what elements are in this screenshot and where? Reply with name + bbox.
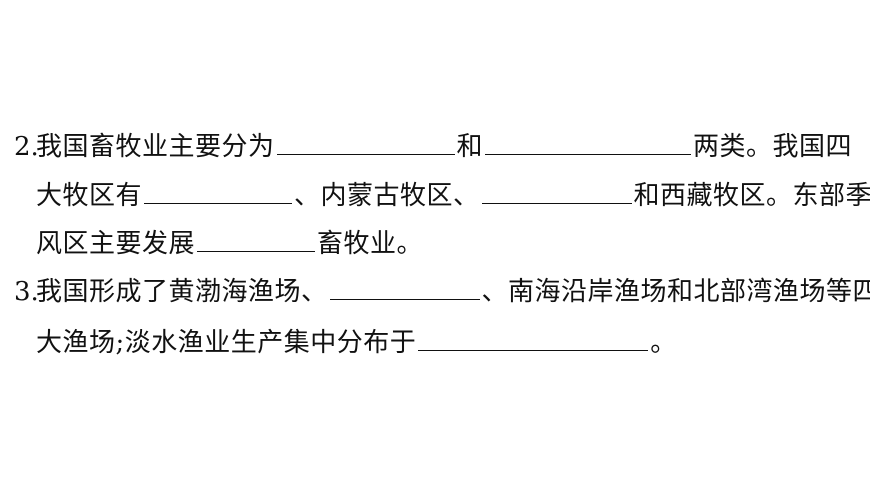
- q3-text-segment: 。: [650, 328, 677, 358]
- answer-blank-1[interactable]: [276, 128, 455, 155]
- q2-text-segment: 两类。我国四: [693, 132, 853, 162]
- answer-blank-3[interactable]: [144, 177, 293, 204]
- question-2-text-3: 风区主要发展 畜牧业。: [36, 224, 423, 264]
- q2-text-segment: 风区主要发展: [36, 229, 196, 259]
- question-2-text-1: 我国畜牧业主要分为 和 两类。我国四: [36, 127, 852, 167]
- q3-text-segment: 大渔场;淡水渔业生产集中分布于: [36, 328, 417, 358]
- question-3-number: 3.: [14, 277, 39, 307]
- answer-blank-5[interactable]: [197, 225, 316, 252]
- answer-blank-2[interactable]: [485, 128, 692, 155]
- answer-blank-4[interactable]: [481, 177, 632, 204]
- question-3-text-1: 我国形成了黄渤海渔场、 、南海沿岸渔场和北部湾渔场等四: [36, 272, 870, 312]
- question-2-text-2: 大牧区有 、内蒙古牧区、 和西藏牧区。东部季: [36, 176, 870, 216]
- q3-text-segment: 我国形成了黄渤海渔场、: [36, 277, 328, 307]
- answer-blank-7[interactable]: [418, 324, 649, 351]
- q2-text-segment: 和西藏牧区。东部季: [633, 181, 870, 211]
- q3-text-segment: 、南海沿岸渔场和北部湾渔场等四: [481, 277, 870, 307]
- q2-text-segment: 、内蒙古牧区、: [294, 181, 480, 211]
- question-2-number: 2.: [14, 132, 39, 162]
- answer-blank-6[interactable]: [329, 273, 480, 300]
- q2-text-segment: 畜牧业。: [317, 229, 424, 259]
- question-3-text-2: 大渔场;淡水渔业生产集中分布于 。: [36, 323, 677, 363]
- q2-text-segment: 我国畜牧业主要分为: [36, 132, 275, 162]
- q2-text-segment: 和: [456, 132, 484, 162]
- q2-text-segment: 大牧区有: [36, 181, 143, 211]
